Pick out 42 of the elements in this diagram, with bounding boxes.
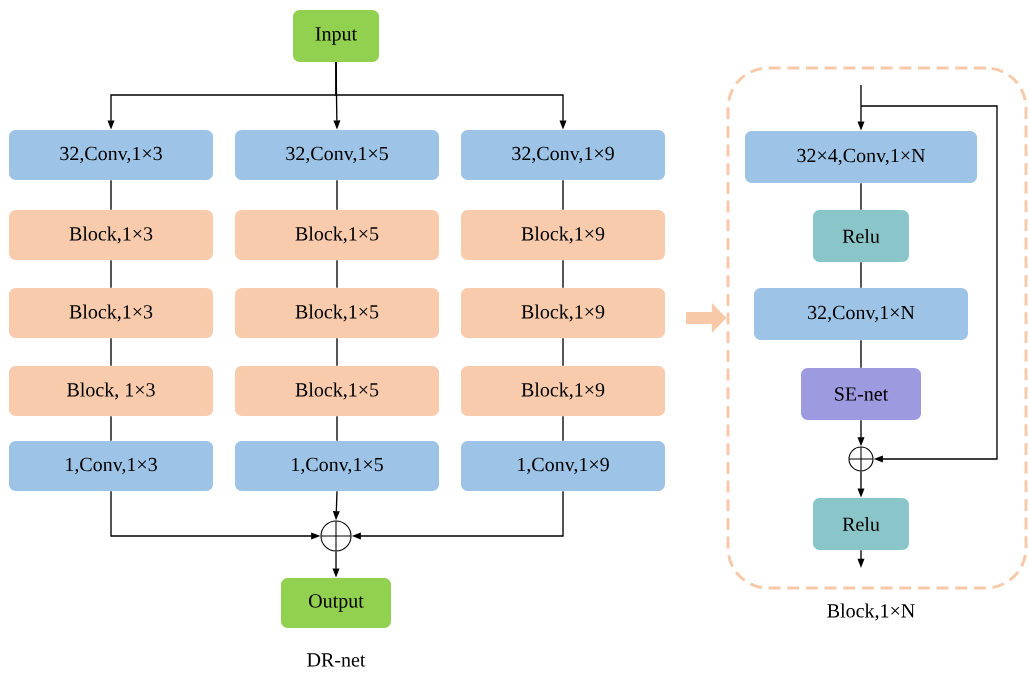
connector-line: [110, 179, 112, 211]
connector-line: [336, 259, 338, 289]
connector-line: [562, 259, 564, 289]
block-box: Block,1×3: [9, 210, 213, 260]
conv-box: 1,Conv,1×3: [9, 441, 213, 491]
conv-box: 32,Conv,1×N: [754, 288, 968, 340]
connector-line: [860, 339, 862, 369]
node-label: Block,1×N: [827, 603, 915, 621]
conv-box: 1,Conv,1×5: [235, 441, 439, 491]
conv-box: 32,Conv,1×3: [9, 130, 213, 180]
connector-line: [336, 337, 338, 367]
block-box: Block,1×9: [461, 288, 665, 338]
output-box: Output: [281, 578, 391, 628]
connector-line: [562, 415, 564, 442]
relu-box: Relu: [813, 210, 909, 262]
connector-line: [860, 261, 862, 289]
connector-line: [860, 182, 862, 211]
connector-line: [110, 337, 112, 367]
conv-box: 1,Conv,1×9: [461, 441, 665, 491]
block-box: Block,1×9: [461, 366, 665, 416]
se-net-box: SE-net: [801, 368, 921, 420]
block-box: Block,1×5: [235, 210, 439, 260]
caption: DR-net: [307, 653, 366, 667]
block-box: Block,1×9: [461, 210, 665, 260]
sum-circle: [848, 446, 874, 472]
conv-box: 32,Conv,1×9: [461, 130, 665, 180]
block-box: Block,1×5: [235, 366, 439, 416]
connector-line: [336, 179, 338, 211]
input-box: Input: [293, 10, 379, 62]
relu-box: Relu: [813, 498, 909, 550]
block-box: Block,1×3: [9, 288, 213, 338]
conv-box: 32×4,Conv,1×N: [745, 131, 977, 183]
connector-line: [110, 415, 112, 442]
connector-line: [110, 259, 112, 289]
block-box: Block,1×5: [235, 288, 439, 338]
block-box: Block, 1×3: [9, 366, 213, 416]
connector-line: [562, 179, 564, 211]
sum-circle: [320, 520, 352, 552]
conv-box: 32,Conv,1×5: [235, 130, 439, 180]
connector-line: [562, 337, 564, 367]
connector-line: [336, 415, 338, 442]
arrow: [860, 105, 998, 463]
